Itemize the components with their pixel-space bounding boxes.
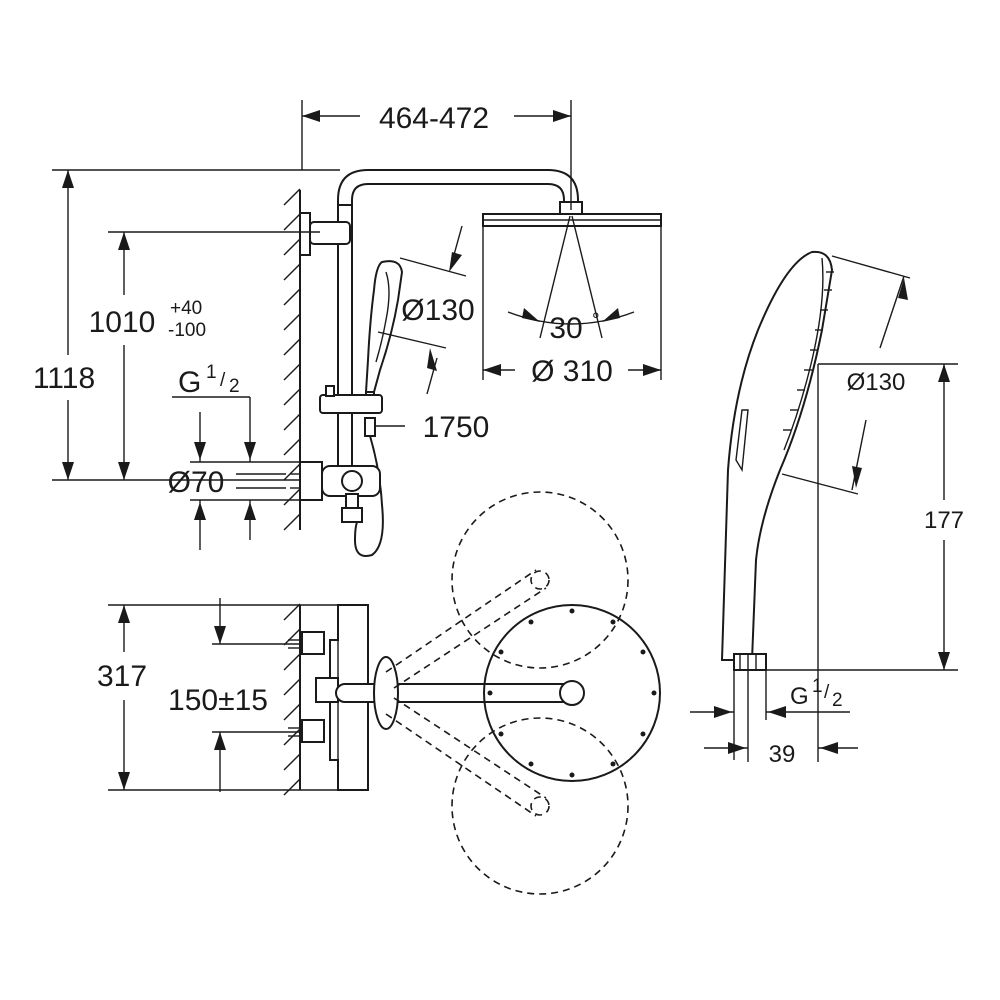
dim-side-hand-diameter: Ø130 <box>847 369 906 396</box>
dim-thread-left-slash: / <box>220 370 226 391</box>
dim-adjust-minus: -100 <box>168 320 206 341</box>
plan-inlet-top <box>301 631 325 655</box>
mixer-knob <box>341 470 363 492</box>
front-elevation <box>52 100 662 557</box>
spray-angle-arc <box>507 311 635 325</box>
dim-hand-length: 177 <box>924 507 964 534</box>
dim-plan-centers: 150±15 <box>168 684 268 717</box>
dim-hand-shower-diameter: Ø130 <box>401 294 474 327</box>
dim-thread-right-num: 1 <box>812 676 823 697</box>
plan-wall-hatching <box>283 603 301 796</box>
dim-total-height: 1118 <box>33 362 95 395</box>
spray-line-right <box>571 215 603 339</box>
dim-thread-left-g: G <box>178 366 201 399</box>
plan-inlet-bottom <box>301 719 325 743</box>
dim-thread-left-num: 1 <box>206 362 217 383</box>
plan-head-rotated-down <box>451 717 629 895</box>
dim-adjust-plus: +40 <box>170 298 202 319</box>
plan-shower-arm <box>335 683 575 703</box>
side-spray-nozzles <box>783 271 834 431</box>
plan-arm-rotated-up <box>385 569 547 689</box>
dim-plan-depth: 317 <box>97 660 147 693</box>
mixer-outlet-nut <box>341 507 363 523</box>
shower-arm-inner <box>351 183 565 208</box>
plan-head-rotated-up <box>451 491 629 669</box>
spray-line-left <box>539 215 571 339</box>
dim-connector-width: 39 <box>769 741 796 768</box>
shower-arm-outer <box>337 169 579 208</box>
wall-bracket-plate <box>299 212 311 256</box>
plan-arm-rotated-down <box>385 697 547 817</box>
plan-view <box>108 491 661 895</box>
dim-adjust-height: 1010 <box>89 306 156 339</box>
riser-pipe <box>337 204 353 486</box>
mixer-wall-plate <box>299 461 323 501</box>
hand-shower <box>364 260 404 393</box>
wall-hatching <box>283 188 301 531</box>
plan-riser <box>315 677 339 703</box>
slide-holder-knob <box>325 385 335 397</box>
plan-head-holes <box>487 608 657 778</box>
side-connector <box>733 653 767 671</box>
plan-hand-shower <box>373 656 399 730</box>
wall-bracket-arm <box>309 221 351 245</box>
dim-thread-right-slash: / <box>824 682 830 703</box>
dim-top-width: 464-472 <box>379 102 489 135</box>
dim-spray-angle: 30 <box>549 312 582 345</box>
dim-mixer-diameter: Ø70 <box>168 466 225 499</box>
slide-holder <box>319 394 383 414</box>
plan-shower-head <box>483 604 661 782</box>
dim-head-diameter: Ø 310 <box>531 355 613 388</box>
dim-hose-length: 1750 <box>423 411 490 444</box>
plan-arm-joint <box>559 680 585 706</box>
dim-thread-right-g: G <box>790 683 809 710</box>
hand-shower-side <box>720 250 834 661</box>
dim-thread-right-den: 2 <box>832 690 843 711</box>
hose-connector <box>364 417 376 437</box>
dim-spray-angle-unit: ° <box>592 310 600 331</box>
side-hand-shower-view <box>690 250 958 762</box>
dim-thread-left-den: 2 <box>229 376 240 397</box>
